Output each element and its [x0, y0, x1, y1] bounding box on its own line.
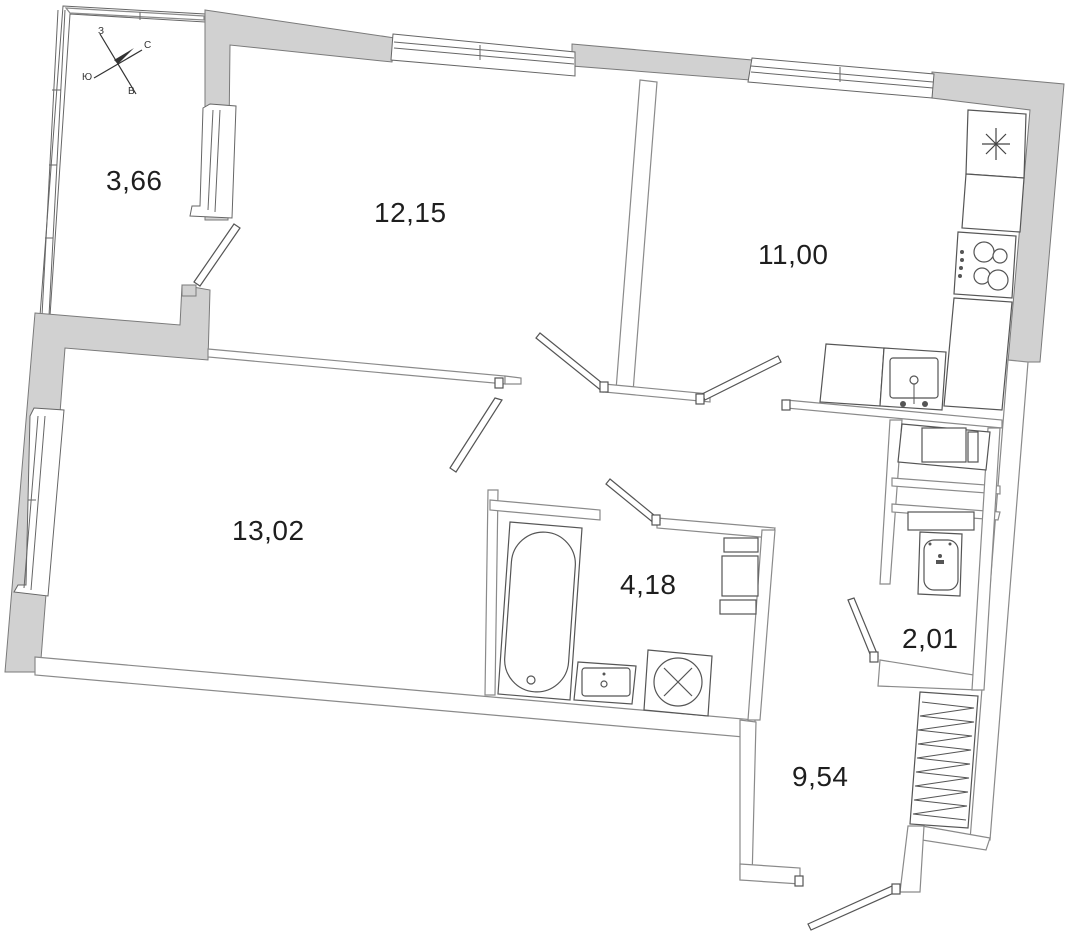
compass-west: З	[98, 26, 104, 37]
balcony	[39, 5, 206, 317]
interior-walls	[34, 79, 1029, 893]
door-balcony	[193, 223, 241, 287]
toilet-fixtures	[897, 423, 991, 597]
compass-north: С	[144, 40, 151, 51]
bathroom-fixtures	[497, 521, 759, 717]
door-entrance	[807, 885, 897, 931]
door-toilet	[847, 597, 879, 660]
window-bedroom-balcony	[189, 103, 237, 219]
compass-icon: С З Ю В	[82, 26, 151, 97]
fridge-snowflake	[982, 128, 1010, 160]
area-balcony: 3,66	[106, 165, 163, 196]
door-bedroom	[535, 332, 608, 393]
window-living	[13, 407, 65, 597]
compass-south: Ю	[82, 72, 92, 83]
area-living: 13,02	[232, 515, 305, 546]
doors	[193, 223, 901, 931]
area-bedroom: 12,15	[374, 197, 447, 228]
area-hallway: 9,54	[792, 761, 849, 792]
kitchen-fixtures	[819, 109, 1027, 411]
door-living	[449, 397, 503, 473]
window-kitchen	[747, 57, 935, 99]
wardrobe-icon	[909, 691, 979, 829]
area-toilet: 2,01	[902, 623, 959, 654]
windows	[13, 33, 935, 597]
window-bedroom	[390, 33, 576, 77]
area-kitchen: 11,00	[758, 239, 829, 270]
door-kitchen	[701, 355, 782, 401]
compass-east: В	[128, 86, 135, 97]
area-bathroom: 4,18	[620, 569, 677, 600]
